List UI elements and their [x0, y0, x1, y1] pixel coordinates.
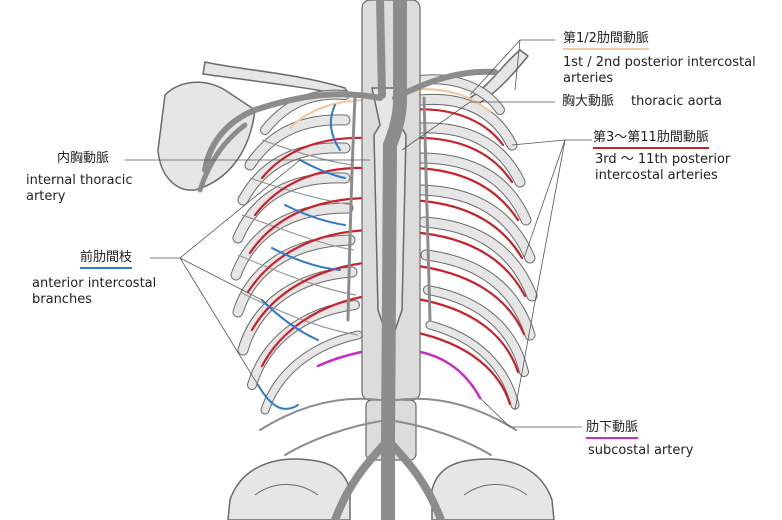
label-anterior-branches-en-line2: branches — [32, 292, 92, 307]
pelvis — [227, 458, 555, 520]
label-thoracic-aorta-en: thoracic aorta — [631, 94, 722, 109]
label-thoracic-aorta-ja: 胸大動脈 — [562, 94, 615, 109]
label-first-second-ja: 第1/2肋間動脈 — [563, 31, 649, 50]
label-third-eleventh-en-line2: intercostal arteries — [595, 168, 718, 183]
label-subcostal-en: subcostal artery — [588, 443, 694, 458]
label-first-second-en-line1: 1st / 2nd posterior intercostal — [563, 55, 756, 70]
scapula-left — [157, 81, 256, 191]
label-subcostal-ja: 肋下動脈 — [586, 420, 639, 439]
ribs-left — [230, 89, 363, 415]
label-anterior-branches-ja: 前肋間枝 — [80, 250, 133, 269]
label-internal-thoracic-ja: 内胸動脈 — [57, 151, 110, 166]
label-anterior-branches-en-line1: anterior intercostal — [32, 276, 157, 291]
leader-lines — [125, 39, 592, 428]
label-first-second-en-line2: arteries — [563, 71, 614, 86]
anterior-intercostal-branches — [257, 104, 346, 410]
aorta-and-branches — [197, 0, 517, 520]
label-third-eleventh-ja: 第3～第11肋間動脈 — [593, 130, 709, 149]
ribs-right — [414, 74, 538, 410]
label-third-eleventh-en-line1: 3rd ～ 11th posterior — [595, 152, 731, 167]
label-internal-thoracic-en-line1: internal thoracic — [26, 173, 133, 188]
label-internal-thoracic-en-line2: artery — [26, 189, 66, 204]
internal-thoracic-arteries — [346, 96, 432, 322]
